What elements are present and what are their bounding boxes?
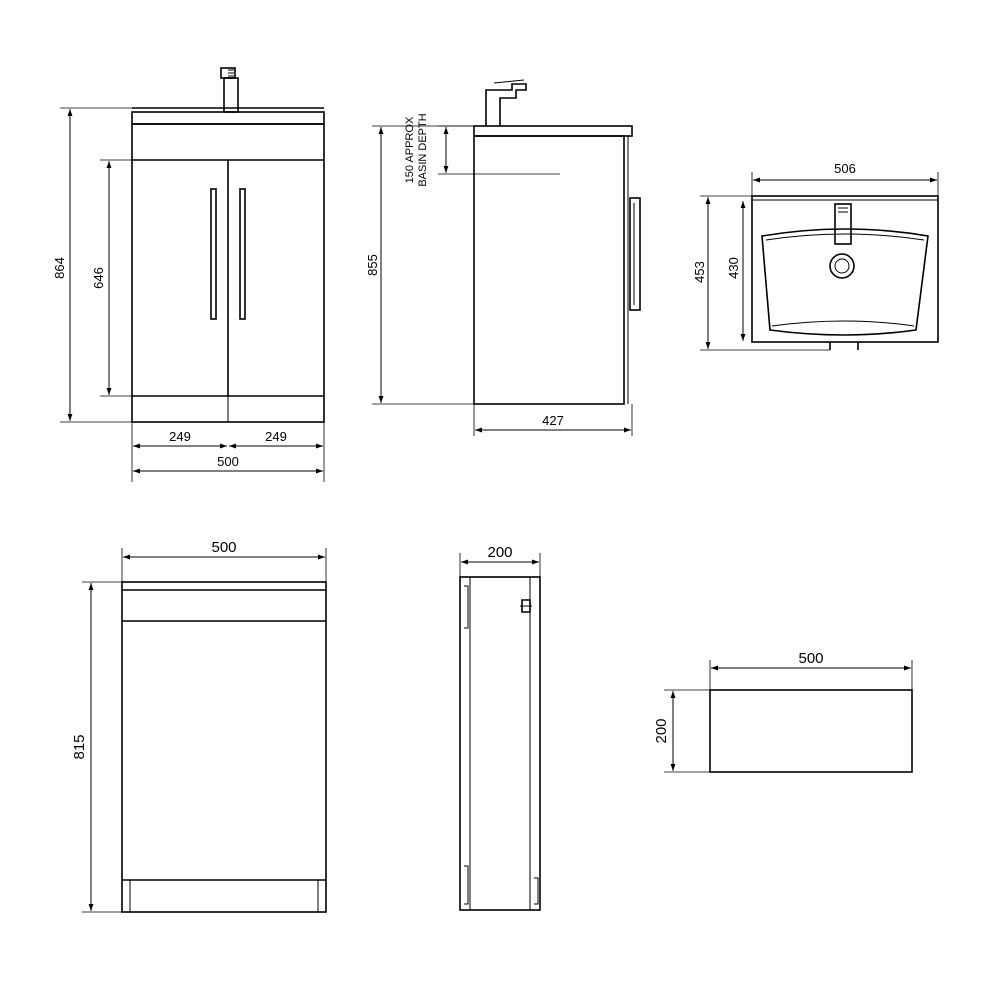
unit-side-view: 200	[459, 544, 541, 911]
dim-label-500-unit: 500	[211, 539, 236, 556]
dim-label-500-top: 500	[217, 454, 239, 469]
bracket-bottom-right	[534, 877, 539, 905]
tap-side	[485, 83, 527, 126]
waste-inner	[834, 258, 850, 274]
dim-label-864: 864	[52, 257, 67, 279]
front-view-vanity: 864 646 249 249 500	[52, 67, 325, 482]
basin-bowl	[761, 228, 929, 336]
dim-label-427: 427	[542, 413, 564, 428]
bracket-top-left	[464, 585, 469, 629]
dim-label-500-plan: 500	[798, 650, 823, 667]
basin-side	[473, 125, 633, 137]
unit-plan-view: 500 200	[653, 650, 913, 773]
dim-label-200-side: 200	[487, 544, 512, 561]
dim-label-453: 453	[692, 261, 707, 283]
basin-top	[131, 111, 325, 125]
basin-plan-view: 506 453 430	[692, 161, 939, 351]
dim-label-506: 506	[834, 161, 856, 176]
dim-label-430: 430	[726, 257, 741, 279]
side-view-vanity: 150 APPROX BASIN DEPTH 855 427	[365, 79, 641, 436]
dim-label-249-left: 249	[169, 429, 191, 444]
dim-label-855: 855	[365, 254, 380, 276]
cabinet-side	[473, 135, 625, 405]
bracket-bottom-left	[464, 865, 469, 905]
dim-label-815: 815	[71, 734, 88, 759]
basin-depth-note-line1: 150 APPROX	[404, 116, 416, 183]
dim-label-646: 646	[91, 267, 106, 289]
basin-depth-note-line2: BASIN DEPTH	[417, 113, 429, 186]
unit-front-view: 500 815	[71, 539, 327, 913]
hinge-icon	[521, 599, 531, 613]
basin-outline	[751, 195, 939, 343]
unit-front-carcass	[121, 581, 327, 913]
unit-plan-outline	[709, 689, 913, 773]
tap-plan	[834, 203, 852, 245]
waste-outer	[829, 253, 855, 279]
dim-label-249-right: 249	[265, 429, 287, 444]
handle-side	[629, 197, 641, 311]
dim-label-200-plan: 200	[653, 718, 670, 743]
tap-body	[223, 77, 239, 113]
unit-side-carcass	[459, 576, 541, 911]
door-handle-right	[239, 188, 246, 320]
door-handle-left	[210, 188, 217, 320]
